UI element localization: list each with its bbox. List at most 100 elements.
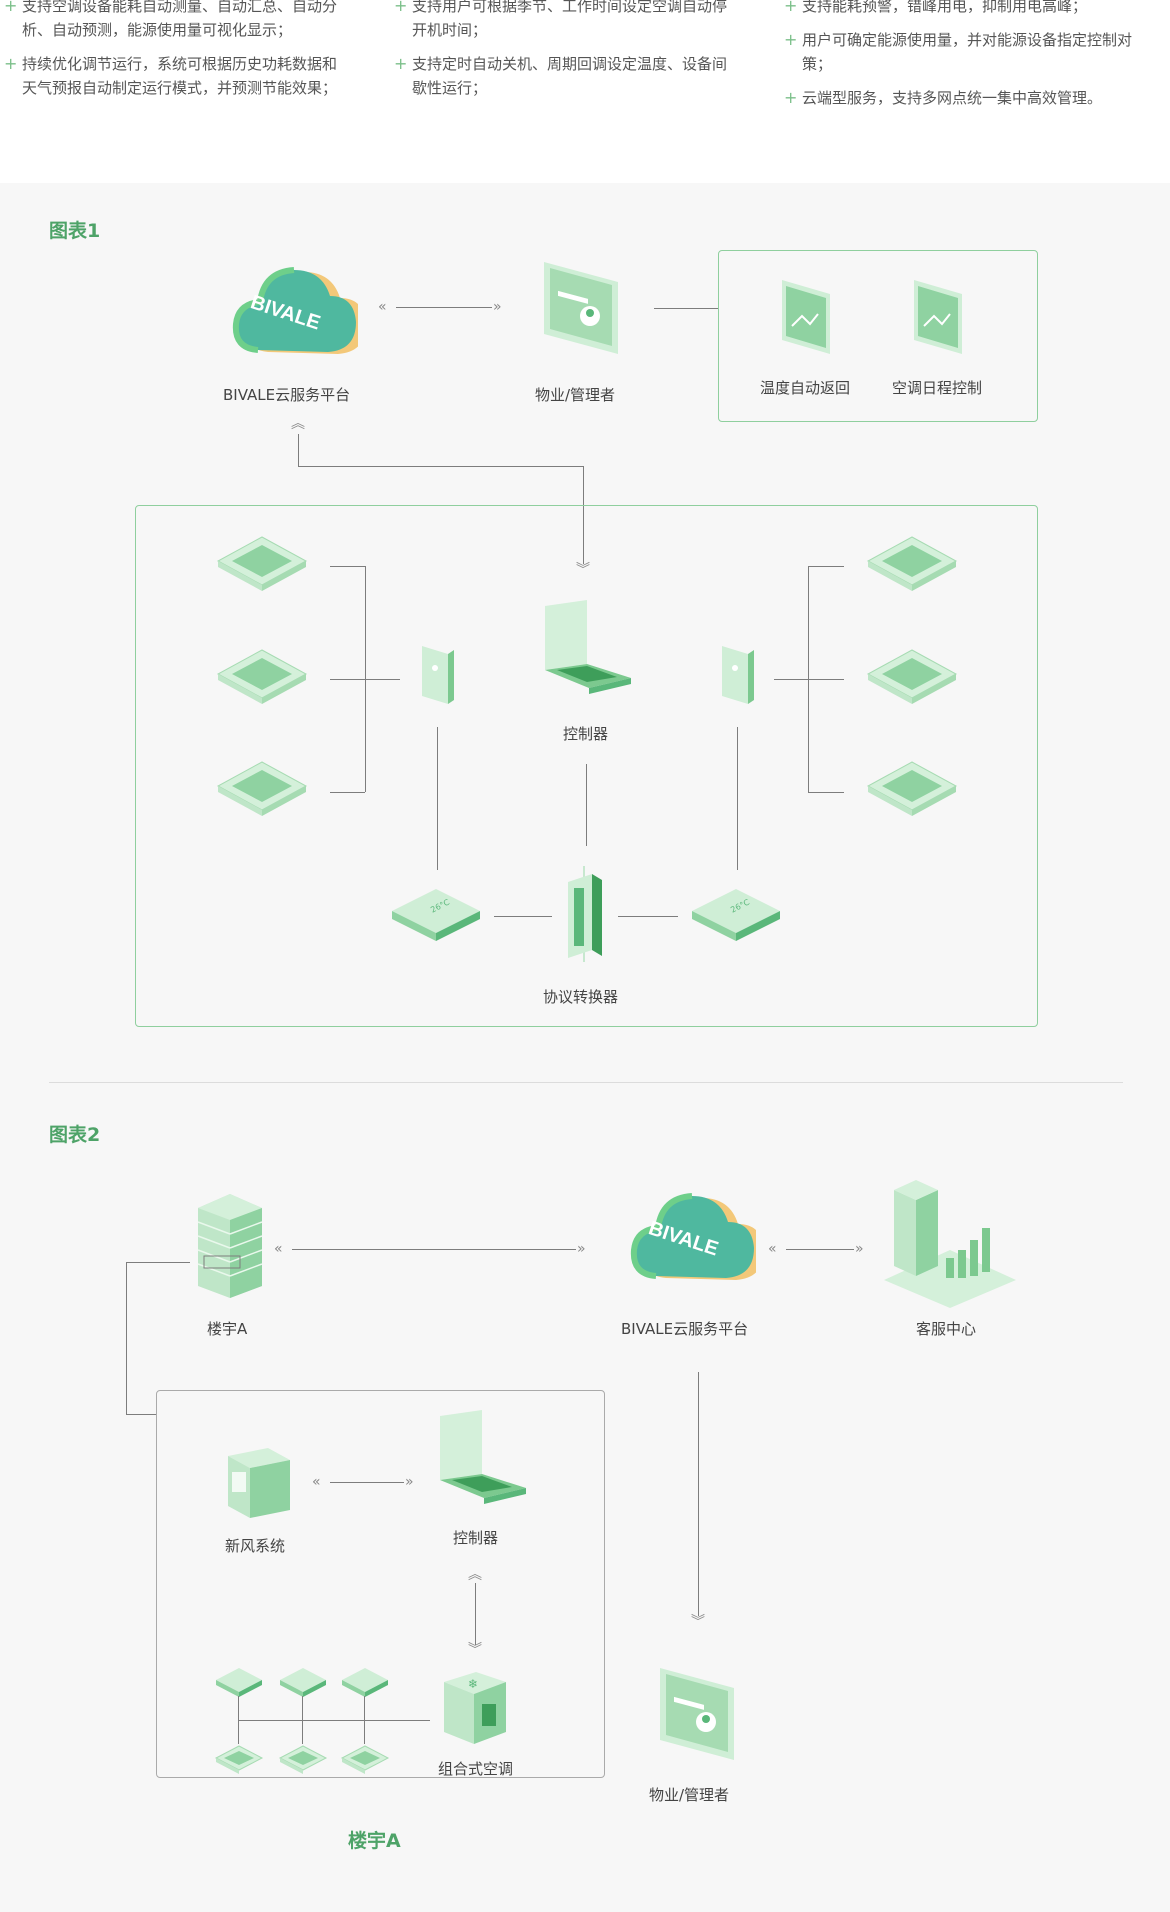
- cloud-platform-icon: BIVALE: [228, 258, 358, 368]
- indoor-unit-icon: [718, 642, 758, 708]
- service-center-icon: [880, 1180, 1020, 1310]
- arrow-down-icon: ︾: [691, 1614, 705, 1630]
- thermostat-icon: 26°C: [390, 885, 482, 947]
- connector-line: [238, 1720, 430, 1721]
- connector-line: [618, 916, 678, 917]
- cloud-platform-label: BIVALE云服务平台: [621, 1320, 749, 1338]
- connector-line: [494, 916, 552, 917]
- arrow-left-icon: «: [312, 1474, 321, 1490]
- manager-label: 物业/管理者: [649, 1786, 730, 1804]
- ac-unit-icon: [278, 1744, 328, 1778]
- protocol-converter-label: 协议转换器: [543, 988, 619, 1006]
- ac-unit-icon: [866, 648, 958, 708]
- combined-ac-label: 组合式空调: [438, 1760, 514, 1778]
- temperature-return-label: 温度自动返回: [760, 379, 851, 397]
- connector-line: [586, 764, 587, 846]
- ac-unit-icon: [866, 760, 958, 820]
- feature-column-2: +支持用户可根据季节、工作时间设定空调自动停开机时间； +支持定时自动关机、周期…: [394, 0, 734, 110]
- combined-ac-unit-icon: ❄: [440, 1668, 510, 1748]
- controller-icon: [535, 600, 635, 700]
- feature-item: +支持空调设备能耗自动测量、自动汇总、自动分析、自动预测，能源使用量可视化显示；: [4, 0, 344, 42]
- feature-item: +用户可确定能源使用量，并对能源设备指定控制对策；: [784, 30, 1133, 73]
- feature-item: +支持能耗预警，错峰用电，抑制用电高峰；: [784, 0, 1144, 18]
- connector-line: [330, 679, 400, 680]
- arrow-left-icon: «: [378, 299, 387, 315]
- plus-icon: +: [784, 30, 798, 49]
- feature-item: +云端型服务，支持多网点统一集中高效管理。: [784, 86, 1144, 110]
- figure1-title: 图表1: [49, 220, 101, 242]
- section-divider: [49, 1082, 1123, 1083]
- thermostat-icon: 26°C: [690, 885, 782, 947]
- figure2-title: 图表2: [49, 1124, 101, 1146]
- plus-icon: +: [394, 54, 408, 73]
- cloud-platform-label: BIVALE云服务平台: [223, 386, 351, 404]
- manager-label: 物业/管理者: [535, 386, 616, 404]
- connector-line: [698, 1372, 699, 1616]
- connector-line: [396, 307, 492, 308]
- plus-icon: +: [784, 88, 798, 107]
- connector-line: [808, 792, 844, 793]
- building-label: 楼宇A: [207, 1320, 248, 1338]
- connector-line: [774, 679, 844, 680]
- arrow-up-icon: ︽: [291, 416, 305, 432]
- ac-unit-icon: [216, 648, 308, 708]
- protocol-converter-icon: [562, 866, 612, 962]
- arrow-left-icon: «: [768, 1241, 777, 1257]
- arrow-right-icon: »: [405, 1474, 414, 1490]
- manager-icon: [656, 1664, 746, 1764]
- connector-line: [126, 1262, 190, 1263]
- building-a-box: [156, 1390, 605, 1778]
- connector-line: [126, 1414, 156, 1415]
- ac-unit-icon: [866, 535, 958, 595]
- controller-label: 控制器: [563, 725, 609, 743]
- controller-icon: [430, 1410, 530, 1510]
- connector-line: [292, 1249, 576, 1250]
- thermostat-icon: [214, 1666, 264, 1700]
- arrow-up-icon: ︽: [468, 1567, 482, 1583]
- connector-line: [808, 566, 844, 567]
- building-a-group-label: 楼宇A: [348, 1830, 401, 1852]
- service-center-label: 客服中心: [916, 1320, 977, 1338]
- connector-line: [298, 434, 299, 466]
- ac-unit-icon: [216, 760, 308, 820]
- arrow-right-icon: »: [855, 1241, 864, 1257]
- connector-line: [330, 566, 365, 567]
- connector-line: [330, 1482, 404, 1483]
- plus-icon: +: [394, 0, 408, 15]
- manager-icon: [540, 258, 630, 358]
- thermostat-icon: [278, 1666, 328, 1700]
- thermostat-icon: [340, 1666, 390, 1700]
- connector-line: [654, 308, 718, 309]
- connector-line: [737, 727, 738, 870]
- arrow-left-icon: «: [274, 1241, 283, 1257]
- schedule-control-icon: [910, 276, 970, 358]
- plus-icon: +: [784, 0, 798, 15]
- controller-label: 控制器: [453, 1529, 499, 1547]
- feature-section: +支持空调设备能耗自动测量、自动汇总、自动分析、自动预测，能源使用量可视化显示；…: [0, 0, 1170, 183]
- connector-line: [786, 1249, 854, 1250]
- ac-unit-icon: [216, 535, 308, 595]
- temperature-return-icon: [778, 276, 838, 358]
- features-box: [718, 250, 1038, 422]
- svg-text:❄: ❄: [468, 1677, 478, 1691]
- connector-line: [298, 466, 584, 467]
- plus-icon: +: [4, 54, 18, 73]
- arrow-down-icon: ︾: [576, 562, 590, 578]
- feature-item: +持续优化调节运行，系统可根据历史功耗数据和天气预报自动制定运行模式，并预测节能…: [4, 54, 338, 97]
- fresh-air-system-icon: [224, 1446, 294, 1522]
- feature-column-3: +支持能耗预警，错峰用电，抑制用电高峰； +用户可确定能源使用量，并对能源设备指…: [784, 0, 1144, 120]
- connector-line: [330, 792, 365, 793]
- ac-unit-icon: [214, 1744, 264, 1778]
- connector-line: [126, 1262, 127, 1414]
- arrow-right-icon: »: [493, 299, 502, 315]
- building-icon: [190, 1190, 270, 1300]
- arrow-down-icon: ︾: [468, 1642, 482, 1658]
- plus-icon: +: [4, 0, 18, 15]
- fresh-air-system-label: 新风系统: [225, 1537, 286, 1555]
- feature-item: +支持用户可根据季节、工作时间设定空调自动停开机时间；: [394, 0, 734, 42]
- connector-line: [475, 1583, 476, 1645]
- arrow-right-icon: »: [577, 1241, 586, 1257]
- connector-line: [437, 727, 438, 870]
- indoor-unit-icon: [418, 642, 458, 708]
- connector-line: [583, 466, 584, 564]
